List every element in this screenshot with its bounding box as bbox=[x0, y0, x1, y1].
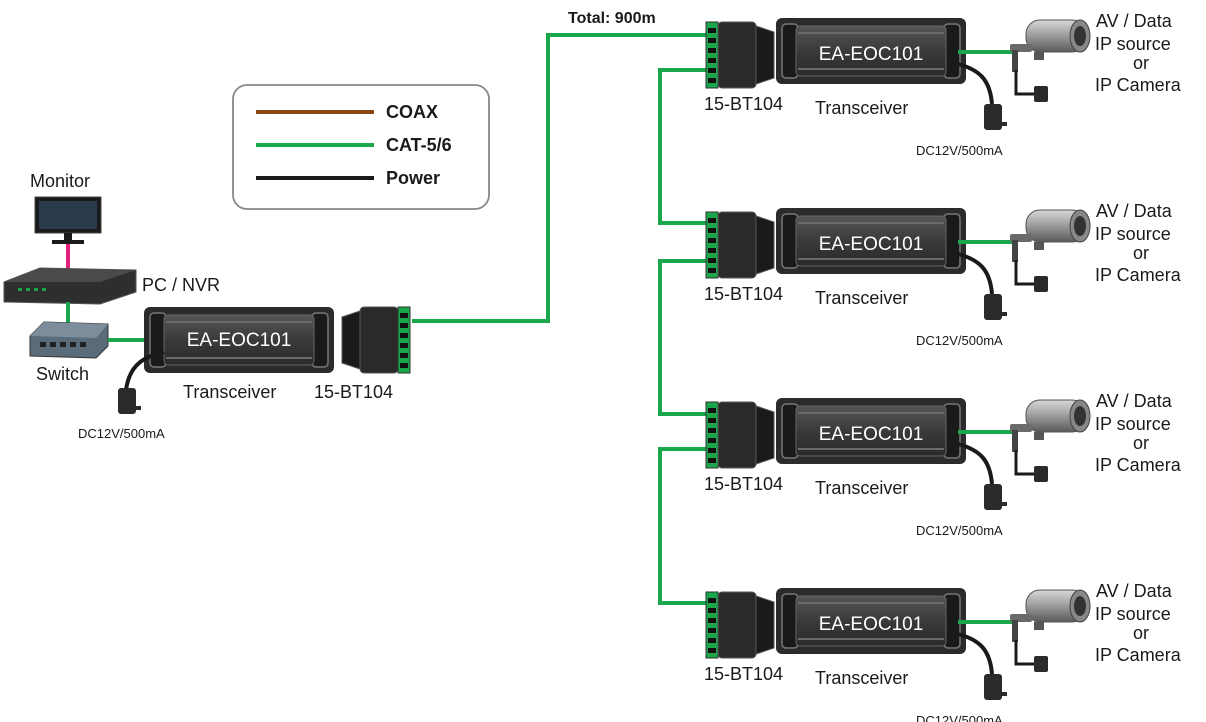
left-device-label: EA-EOC101 bbox=[187, 330, 292, 351]
camera-power-adapter bbox=[1034, 466, 1048, 482]
source-label-line3: or bbox=[1133, 433, 1149, 453]
branch-power-cable bbox=[957, 442, 994, 485]
branch-power-cable bbox=[957, 632, 994, 675]
branch-device-label: EA-EOC101 bbox=[819, 424, 924, 445]
branch-balun bbox=[705, 21, 775, 89]
left-power-label: DC12V/500mA bbox=[78, 426, 165, 441]
branch-cable-4 bbox=[658, 447, 708, 605]
source-label-line1: AV / Data bbox=[1096, 581, 1173, 601]
source-label-line2: IP source bbox=[1095, 34, 1171, 54]
source-label-line3: or bbox=[1133, 243, 1149, 263]
branch-balun-label: 15-BT104 bbox=[704, 94, 783, 114]
source-label-line4: IP Camera bbox=[1095, 455, 1182, 475]
total-distance-label: Total: 900m bbox=[568, 10, 656, 27]
camera-icon bbox=[1009, 589, 1091, 643]
source-label-line1: AV / Data bbox=[1096, 201, 1173, 221]
branch-power-label: DC12V/500mA bbox=[916, 713, 1003, 722]
trunk-cable bbox=[412, 33, 708, 323]
source-label-line4: IP Camera bbox=[1095, 265, 1182, 285]
branch-device-label: EA-EOC101 bbox=[819, 44, 924, 65]
branch-transceiver-label: Transceiver bbox=[815, 98, 908, 118]
branch-power-label: DC12V/500mA bbox=[916, 333, 1003, 348]
switch-label: Switch bbox=[36, 364, 89, 384]
branch-device-label: EA-EOC101 bbox=[819, 614, 924, 635]
camera-power-adapter bbox=[1034, 656, 1048, 672]
left-power-adapter bbox=[118, 388, 141, 414]
source-label-line2: IP source bbox=[1095, 604, 1171, 624]
branch-cable-3 bbox=[658, 259, 708, 416]
source-label-line3: or bbox=[1133, 53, 1149, 73]
branch-power-adapter bbox=[984, 674, 1007, 700]
branch-power-cable bbox=[957, 252, 994, 295]
legend-cat-label: CAT-5/6 bbox=[386, 135, 452, 155]
branch-transceiver-label: Transceiver bbox=[815, 668, 908, 688]
branch-power-label: DC12V/500mA bbox=[916, 523, 1003, 538]
legend-power-label: Power bbox=[386, 168, 440, 188]
source-label-line4: IP Camera bbox=[1095, 645, 1182, 665]
source-label-line1: AV / Data bbox=[1096, 11, 1173, 31]
branch-balun-label: 15-BT104 bbox=[704, 474, 783, 494]
branch-balun bbox=[705, 401, 775, 469]
camera-power-cable bbox=[1014, 450, 1040, 476]
branch-balun bbox=[705, 591, 775, 659]
left-transceiver-label: Transceiver bbox=[183, 382, 276, 402]
monitor-icon bbox=[34, 196, 102, 244]
branch-power-adapter bbox=[984, 484, 1007, 510]
monitor-label: Monitor bbox=[30, 171, 90, 191]
left-balun-label: 15-BT104 bbox=[314, 382, 393, 402]
legend: COAX CAT-5/6 Power bbox=[232, 84, 490, 210]
branch-power-label: DC12V/500mA bbox=[916, 143, 1003, 158]
source-label-line4: IP Camera bbox=[1095, 75, 1182, 95]
branch-power-adapter bbox=[984, 294, 1007, 320]
source-label-line2: IP source bbox=[1095, 414, 1171, 434]
branch-device-label: EA-EOC101 bbox=[819, 234, 924, 255]
camera-power-cable bbox=[1014, 70, 1040, 96]
camera-icon bbox=[1009, 19, 1091, 73]
source-label-line1: AV / Data bbox=[1096, 391, 1173, 411]
camera-power-adapter bbox=[1034, 276, 1048, 292]
left-equipment: Monitor PC / NVR Switch EA-EOC101 bbox=[3, 171, 411, 441]
left-balun bbox=[341, 306, 411, 374]
legend-coax-label: COAX bbox=[386, 102, 438, 122]
camera-icon bbox=[1009, 209, 1091, 263]
pc-nvr-label: PC / NVR bbox=[142, 275, 220, 295]
left-power-cable bbox=[124, 350, 165, 391]
switch-icon bbox=[29, 321, 109, 359]
camera-icon bbox=[1009, 399, 1091, 453]
cat-trunk bbox=[412, 33, 708, 605]
source-label-line2: IP source bbox=[1095, 224, 1171, 244]
camera-power-cable bbox=[1014, 640, 1040, 666]
branch-balun-label: 15-BT104 bbox=[704, 284, 783, 304]
branch-power-adapter bbox=[984, 104, 1007, 130]
branch-power-cable bbox=[957, 62, 994, 105]
branch-balun bbox=[705, 211, 775, 279]
camera-power-cable bbox=[1014, 260, 1040, 286]
branch-transceiver-label: Transceiver bbox=[815, 478, 908, 498]
branch-balun-label: 15-BT104 bbox=[704, 664, 783, 684]
source-label-line3: or bbox=[1133, 623, 1149, 643]
branch-transceiver-label: Transceiver bbox=[815, 288, 908, 308]
branch-cable-2 bbox=[658, 68, 708, 225]
nvr-icon bbox=[3, 267, 137, 305]
camera-power-adapter bbox=[1034, 86, 1048, 102]
